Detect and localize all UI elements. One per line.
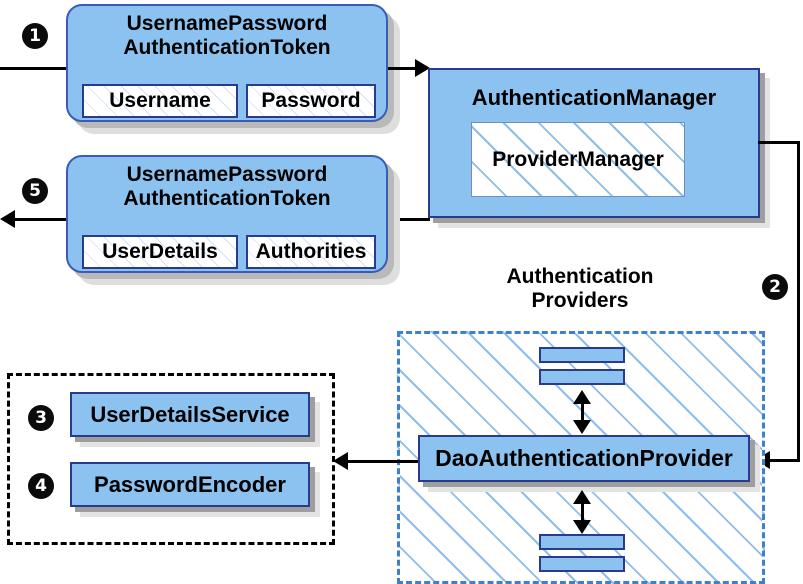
provider-link-top-arrowhead-up [573, 390, 591, 404]
provider-link-top-arrowhead-down [573, 420, 591, 434]
user-details-service-face: UserDetailsService [70, 392, 310, 437]
providers-group-title: Authentication Providers [506, 265, 654, 312]
provider-bar-bottom-1[interactable] [539, 534, 625, 550]
manager-to-response-token-line [388, 218, 430, 221]
response-token-field-userdetails[interactable]: UserDetails [82, 235, 238, 269]
provider-link-bottom-line [581, 496, 584, 526]
token-to-manager-line [388, 67, 418, 70]
outbound-response-arrowhead [0, 210, 15, 228]
token-to-manager-arrowhead [415, 59, 430, 77]
provider-bar-bottom-2[interactable] [539, 556, 625, 572]
inbound-request-line [0, 67, 70, 70]
authentication-manager-card[interactable]: AuthenticationManager ProviderManager [428, 68, 770, 228]
provider-link-bottom-arrowhead-down [573, 520, 591, 534]
outbound-response-line [8, 218, 70, 221]
authentication-manager-face: AuthenticationManager ProviderManager [428, 68, 760, 218]
authentication-manager-title: AuthenticationManager [471, 85, 717, 111]
request-token-card[interactable]: UsernamePassword AuthenticationToken Use… [66, 4, 388, 122]
manager-to-providers-line-bottom [768, 459, 800, 462]
step-badge-4: 4 [28, 473, 54, 499]
provider-bar-top-2[interactable] [539, 369, 625, 385]
response-token-card[interactable]: UsernamePassword AuthenticationToken Use… [66, 155, 388, 273]
response-token-field-authorities[interactable]: Authorities [246, 235, 376, 269]
dao-to-services-line [348, 460, 418, 463]
dao-to-services-arrowhead [333, 452, 348, 470]
provider-manager-label: ProviderManager [492, 147, 664, 171]
request-token-field-username[interactable]: Username [82, 84, 238, 118]
provider-bar-top-1[interactable] [539, 347, 625, 363]
user-details-service-label: UserDetailsService [90, 401, 290, 427]
step-badge-1: 1 [22, 23, 48, 49]
manager-to-providers-line-vertical [797, 141, 800, 460]
step-badge-3: 3 [28, 405, 54, 431]
dao-provider-face: DaoAuthenticationProvider [418, 435, 750, 482]
request-token-title: UsernamePassword AuthenticationToken [123, 12, 331, 59]
manager-to-providers-line-top [758, 141, 800, 144]
user-details-service-card[interactable]: UserDetailsService [70, 392, 320, 447]
password-encoder-label: PasswordEncoder [94, 471, 286, 497]
step-badge-5: 5 [22, 178, 48, 204]
request-token-field-password[interactable]: Password [246, 84, 376, 118]
provider-link-bottom-arrowhead-up [573, 490, 591, 504]
provider-manager-inner-box[interactable]: ProviderManager [471, 122, 685, 197]
collaborators-group [7, 373, 335, 545]
provider-link-top-line [581, 396, 584, 426]
response-token-title: UsernamePassword AuthenticationToken [123, 163, 331, 210]
password-encoder-card[interactable]: PasswordEncoder [70, 462, 320, 517]
password-encoder-face: PasswordEncoder [70, 462, 310, 507]
step-badge-2: 2 [762, 274, 788, 300]
dao-authentication-provider-card[interactable]: DaoAuthenticationProvider [418, 435, 760, 492]
dao-provider-label: DaoAuthenticationProvider [435, 445, 733, 471]
